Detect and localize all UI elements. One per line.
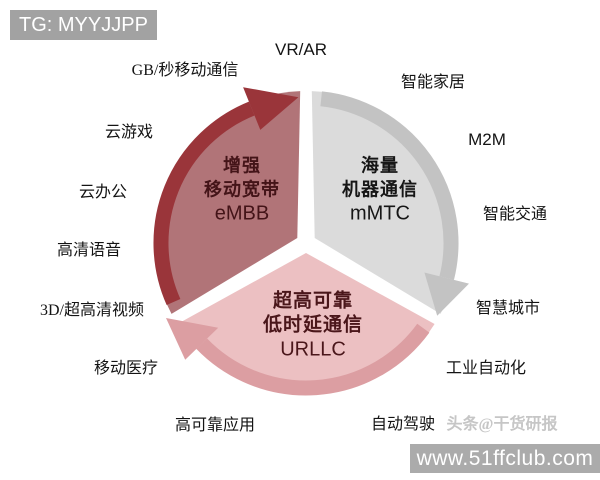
embb-arrowhead <box>243 87 299 130</box>
embb-segment-label: 增强 移动宽带 eMBB <box>204 154 280 227</box>
mmtc-arrowhead <box>424 272 469 316</box>
label-industrial-automation: 工业自动化 <box>445 360 527 377</box>
website-watermark-badge: www.51ffclub.com <box>410 444 600 473</box>
embb-arrow-arc <box>153 101 255 306</box>
toutiao-source-watermark: 头条@干货研报 <box>446 416 558 433</box>
label-vr-ar: VR/AR <box>275 40 327 59</box>
mmtc-arrow-arc <box>320 91 459 280</box>
urllc-line1: 超高可靠 <box>272 290 354 312</box>
urllc-line2: 低时延通信 <box>262 314 364 336</box>
embb-abbr: eMBB <box>214 202 270 225</box>
label-smart-city: 智慧城市 <box>475 300 541 317</box>
urllc-abbr: URLLC <box>280 338 346 361</box>
embb-line1: 增强 <box>223 155 261 176</box>
urllc-segment-label: 超高可靠 低时延通信 URLLC <box>263 290 363 363</box>
label-cloud-gaming: 云游戏 <box>104 124 154 141</box>
label-smart-home: 智能家居 <box>400 74 466 91</box>
label-smart-transportation: 智能交通 <box>482 206 548 223</box>
mmtc-segment-label: 海量 机器通信 mMTC <box>342 154 418 227</box>
telegram-watermark-badge: TG: MYYJJPP <box>10 10 157 40</box>
urllc-arrowhead <box>166 318 219 360</box>
embb-line2: 移动宽带 <box>204 179 280 200</box>
label-m2m: M2M <box>468 130 506 149</box>
mmtc-line2: 机器通信 <box>342 179 418 200</box>
urllc-arrow-arc <box>196 323 430 396</box>
label-high-reliability-apps: 高可靠应用 <box>174 417 256 434</box>
label-3d-uhd-video: 3D/超高清视频 <box>39 302 145 319</box>
label-gb-per-sec-mobile-comm: GB/秒移动通信 <box>131 62 239 79</box>
mmtc-line1: 海量 <box>361 155 399 176</box>
urllc-sector-shape <box>177 253 435 395</box>
label-autonomous-driving: 自动驾驶 <box>370 416 436 433</box>
mmtc-abbr: mMTC <box>350 202 410 225</box>
label-mobile-healthcare: 移动医疗 <box>93 360 159 377</box>
label-hd-voice: 高清语音 <box>56 242 122 259</box>
label-cloud-office: 云办公 <box>78 184 128 201</box>
